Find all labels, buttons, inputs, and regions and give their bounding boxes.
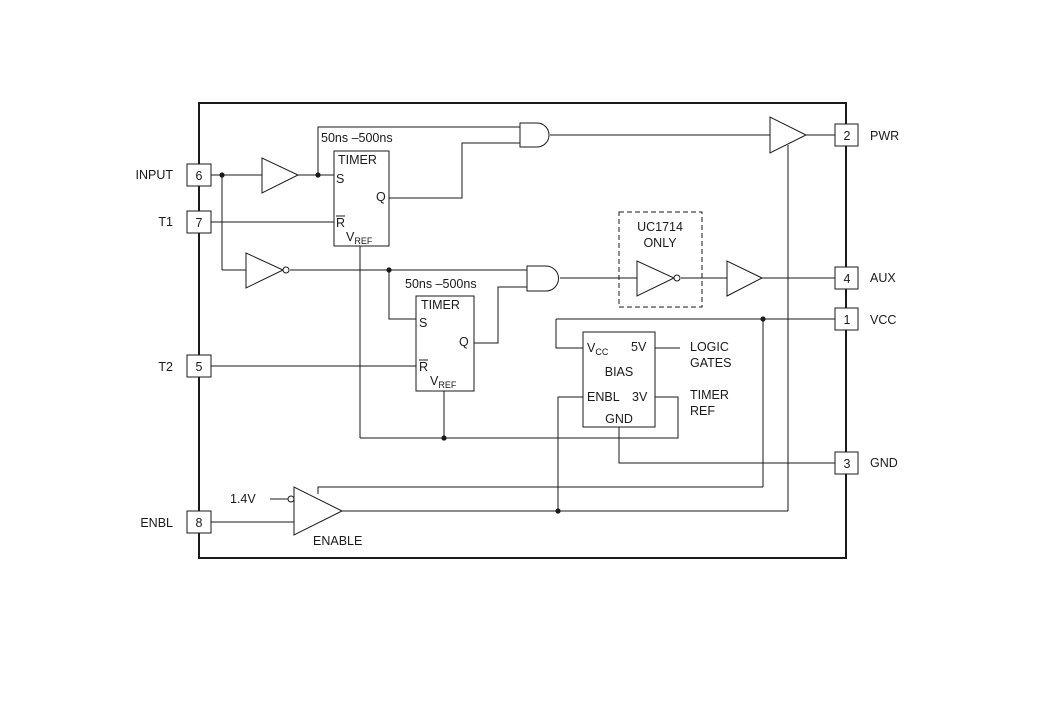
option-box-line2: ONLY xyxy=(643,236,677,250)
input-buffer xyxy=(261,157,300,194)
timer-ref-label-line1: TIMER xyxy=(690,388,729,402)
bias-vcc-pin: V xyxy=(587,341,596,355)
enable-comparator xyxy=(287,486,344,536)
timer-2-s-pin: S xyxy=(419,316,427,330)
pin-t2: 5 T2 xyxy=(158,354,212,378)
pin-number: 6 xyxy=(196,169,203,183)
option-box-line1: UC1714 xyxy=(637,220,683,234)
pin-input: 6 INPUT xyxy=(136,163,212,187)
pin-label: T2 xyxy=(158,360,173,374)
bias-vcc-sub: CC xyxy=(595,347,608,357)
pin-label: AUX xyxy=(870,271,896,285)
pin-t1: 7 T1 xyxy=(158,210,212,234)
junction-dot xyxy=(315,172,321,178)
bias-5v-pin: 5V xyxy=(631,340,647,354)
junction-dot xyxy=(386,267,392,273)
timer-1-vref-sub: REF xyxy=(354,236,373,246)
pin-box xyxy=(834,307,859,331)
pin-aux: 4 AUX xyxy=(834,266,896,290)
enable-threshold-label: 1.4V xyxy=(230,492,256,506)
bias-box xyxy=(582,331,656,428)
pin-box xyxy=(834,266,859,290)
pin-label: GND xyxy=(870,456,898,470)
timer-1-delay: 50ns –500ns xyxy=(321,131,393,145)
pin-box xyxy=(186,210,212,234)
pin-box xyxy=(834,123,859,147)
pin-box xyxy=(186,354,212,378)
bias-gnd-pin: GND xyxy=(605,412,633,426)
aux-driver xyxy=(726,260,764,297)
timer-1-q-pin: Q xyxy=(376,190,386,204)
timer-2-box xyxy=(415,295,475,392)
bias-enbl-pin: ENBL xyxy=(587,390,620,404)
logic-gates-label-line2: GATES xyxy=(690,356,731,370)
timer-ref-label-line2: REF xyxy=(690,404,715,418)
and-gate-aux xyxy=(526,265,559,292)
pin-label: PWR xyxy=(870,129,899,143)
pin-number: 7 xyxy=(196,216,203,230)
pin-label: VCC xyxy=(870,313,896,327)
timer-2-delay: 50ns –500ns xyxy=(405,277,477,291)
junction-dot xyxy=(219,172,225,178)
pin-number: 4 xyxy=(844,272,851,286)
pin-enbl: 8 ENBL xyxy=(140,510,212,534)
svg-text:VCC: VCC xyxy=(587,341,609,357)
timer-2-title: TIMER xyxy=(421,298,460,312)
timer-2-vref-sub: REF xyxy=(438,380,457,390)
pin-box xyxy=(834,451,859,475)
timer-2-vref: V xyxy=(430,374,439,388)
pin-number: 3 xyxy=(844,457,851,471)
pin-label: ENBL xyxy=(140,516,173,530)
bias-3v-pin: 3V xyxy=(632,390,648,404)
timer-1-s-pin: S xyxy=(336,172,344,186)
pin-gnd: 3 GND xyxy=(834,451,898,475)
logic-gates-label-line1: LOGIC xyxy=(690,340,729,354)
junction-dot xyxy=(760,316,766,322)
enable-label: ENABLE xyxy=(313,534,362,548)
pwr-driver xyxy=(769,116,808,154)
and-gate-pwr xyxy=(519,122,550,148)
pin-box xyxy=(186,510,212,534)
pin-vcc: 1 VCC xyxy=(834,307,896,331)
junctions xyxy=(219,172,766,514)
timer-2-q-pin: Q xyxy=(459,335,469,349)
timer-2: 50ns –500ns TIMER S Q R VREF xyxy=(405,277,477,392)
pin-number: 8 xyxy=(196,516,203,530)
bias-block: VCC 5V BIAS ENBL 3V GND xyxy=(582,331,656,428)
wires xyxy=(211,126,835,523)
timer-1-box xyxy=(333,150,390,247)
pin-pwr: 2 PWR xyxy=(834,123,899,147)
pin-number: 1 xyxy=(844,313,851,327)
pin-number: 2 xyxy=(844,129,851,143)
junction-dot xyxy=(441,435,447,441)
bias-title: BIAS xyxy=(605,365,634,379)
timer-1: 50ns –500ns TIMER S Q R VREF xyxy=(321,131,393,247)
svg-text:VREF: VREF xyxy=(346,230,373,246)
pin-box xyxy=(186,163,212,187)
pin-number: 5 xyxy=(196,360,203,374)
svg-text:VREF: VREF xyxy=(430,374,457,390)
pin-label: T1 xyxy=(158,215,173,229)
timer-1-r-pin: R xyxy=(336,216,345,230)
timer-1-vref: V xyxy=(346,230,355,244)
uc1714-option-box xyxy=(618,211,703,308)
junction-dot xyxy=(555,508,561,514)
input-inverter xyxy=(245,252,290,289)
timer-1-title: TIMER xyxy=(338,153,377,167)
uc1714-inverter xyxy=(636,260,681,297)
pin-label: INPUT xyxy=(136,168,174,182)
timer-2-r-pin: R xyxy=(419,360,428,374)
